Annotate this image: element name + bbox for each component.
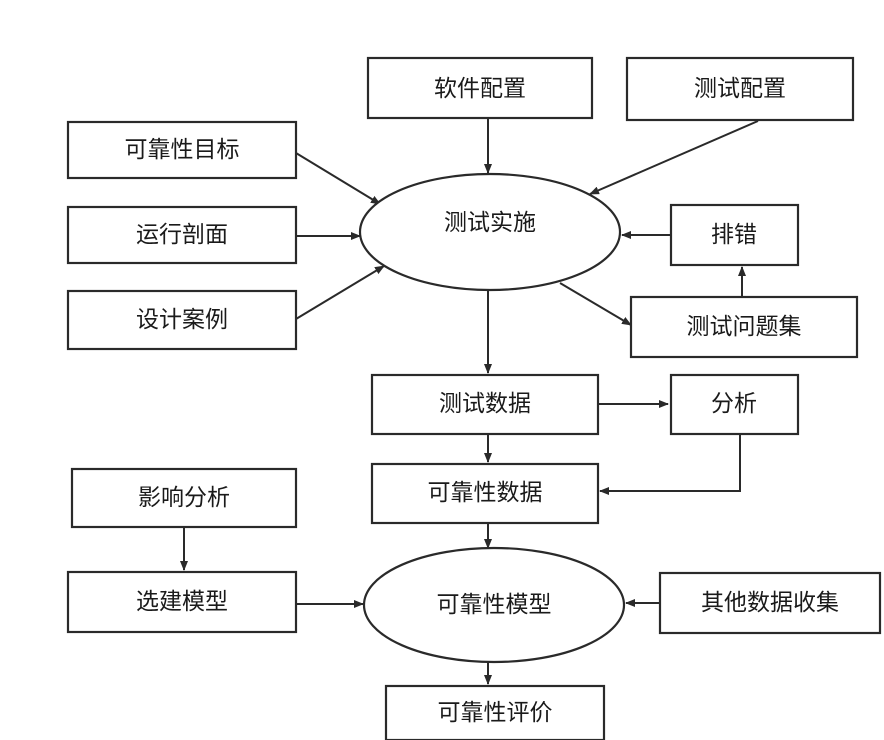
node-model-selection: 选建模型 [66, 570, 298, 634]
node-reliability-goal-label: 可靠性目标 [125, 137, 240, 163]
edge-reliability-goal-to-test-execution [295, 152, 381, 205]
node-test-data-label: 测试数据 [439, 391, 531, 417]
node-reliability-data: 可靠性数据 [370, 462, 600, 525]
node-operational-profile-label: 运行剖面 [136, 222, 228, 248]
edges [180, 118, 759, 685]
node-reliability-goal: 可靠性目标 [66, 120, 298, 180]
node-software-config-label: 软件配置 [434, 76, 526, 102]
node-operational-profile: 运行剖面 [66, 205, 298, 265]
node-debugging-label: 排错 [711, 222, 757, 248]
node-reliability-data-label: 可靠性数据 [428, 480, 543, 506]
node-other-data-collection-label: 其他数据收集 [701, 590, 839, 616]
node-test-execution: 测试实施 [358, 172, 622, 292]
node-reliability-model-label: 可靠性模型 [437, 592, 552, 618]
node-model-selection-label: 选建模型 [136, 589, 228, 615]
node-test-config: 测试配置 [625, 56, 855, 122]
node-design-cases: 设计案例 [66, 289, 298, 351]
node-test-config-label: 测试配置 [694, 76, 786, 102]
node-reliability-evaluation-label: 可靠性评价 [438, 700, 553, 726]
node-other-data-collection: 其他数据收集 [658, 571, 882, 635]
node-reliability-model: 可靠性模型 [362, 546, 626, 664]
node-test-issue-set-label: 测试问题集 [687, 314, 802, 340]
node-debugging: 排错 [669, 203, 800, 267]
edge-test-execution-to-test-issue-set [559, 282, 632, 326]
edge-test-config-to-test-execution [589, 120, 759, 195]
node-test-data: 测试数据 [370, 373, 600, 436]
node-test-execution-label: 测试实施 [444, 210, 536, 236]
node-software-config: 软件配置 [366, 56, 594, 120]
edge-design-cases-to-test-execution [295, 265, 385, 320]
node-impact-analysis: 影响分析 [70, 467, 298, 529]
node-test-issue-set: 测试问题集 [629, 295, 859, 359]
node-impact-analysis-label: 影响分析 [138, 485, 230, 511]
node-analysis: 分析 [669, 373, 800, 436]
node-analysis-label: 分析 [711, 391, 757, 417]
edge-analysis-to-reliability-data [599, 434, 741, 495]
node-design-cases-label: 设计案例 [136, 307, 228, 333]
node-reliability-evaluation: 可靠性评价 [384, 684, 606, 740]
